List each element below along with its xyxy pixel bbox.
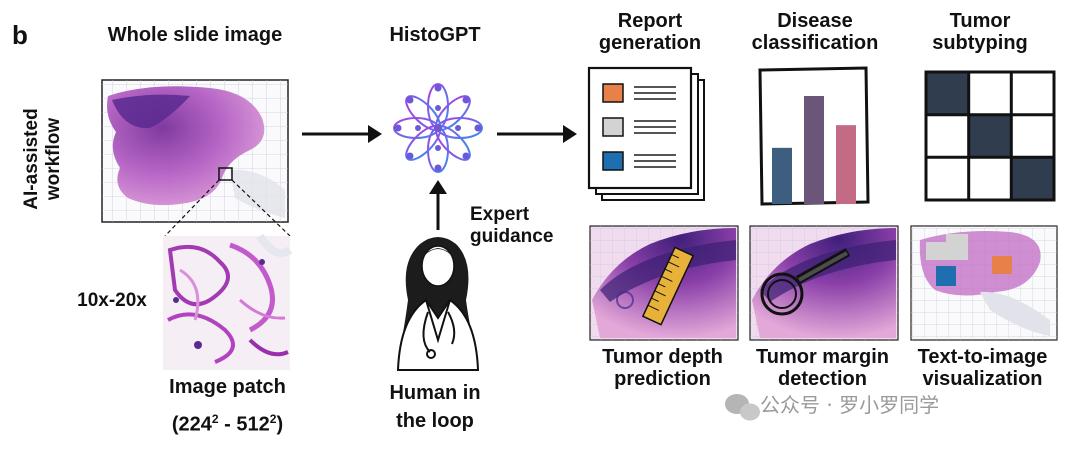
classification-bar-1 [772, 147, 792, 204]
arrow-model-to-tasks [497, 125, 577, 143]
wsi-title: Whole slide image [107, 24, 283, 46]
histogpt-model-icon [393, 83, 483, 173]
doctor-icon [396, 237, 480, 371]
arrow-human-to-model [429, 180, 447, 230]
subtyping-cell-1-2 [1011, 114, 1054, 158]
magnification-label: 10x-20x [77, 290, 147, 311]
report-generation-icon [587, 66, 705, 201]
subtyping-cell-1-1 [968, 114, 1012, 158]
subtyping-cell-2-1 [968, 157, 1012, 200]
subtyping-cell-0-1 [968, 72, 1012, 115]
panel-letter: b [12, 20, 28, 50]
subtyping-cell-0-2 [1011, 72, 1054, 115]
ruler-icon [641, 246, 695, 326]
report-swatch-2 [602, 117, 624, 137]
whole-slide-image [101, 79, 291, 237]
subtyping-cell-0-0 [926, 72, 969, 115]
magnifier-icon [760, 248, 851, 316]
image-patch [163, 233, 293, 370]
model-title: HistoGPT [389, 24, 481, 46]
tumor-subtyping-grid [924, 70, 1056, 202]
disease-classification-chart [758, 66, 870, 206]
classification-bar-3 [836, 125, 856, 204]
classification-bar-2 [804, 96, 824, 204]
subtyping-cell-2-2 [1011, 157, 1054, 200]
tumor-depth-image [589, 225, 739, 341]
watermark-text: 公众号 · 罗小罗同学 [760, 393, 940, 417]
patch-label: Image patch (2242 - 5122) [169, 376, 286, 436]
arrow-wsi-to-model [302, 125, 382, 143]
text-to-image-visualization [910, 225, 1058, 341]
report-swatch-1 [602, 83, 624, 103]
tumor-margin-image [749, 225, 899, 341]
wechat-icon [725, 394, 760, 421]
subtyping-cell-2-0 [926, 157, 969, 200]
report-swatch-3 [602, 151, 624, 171]
subtyping-cell-1-0 [926, 114, 969, 158]
